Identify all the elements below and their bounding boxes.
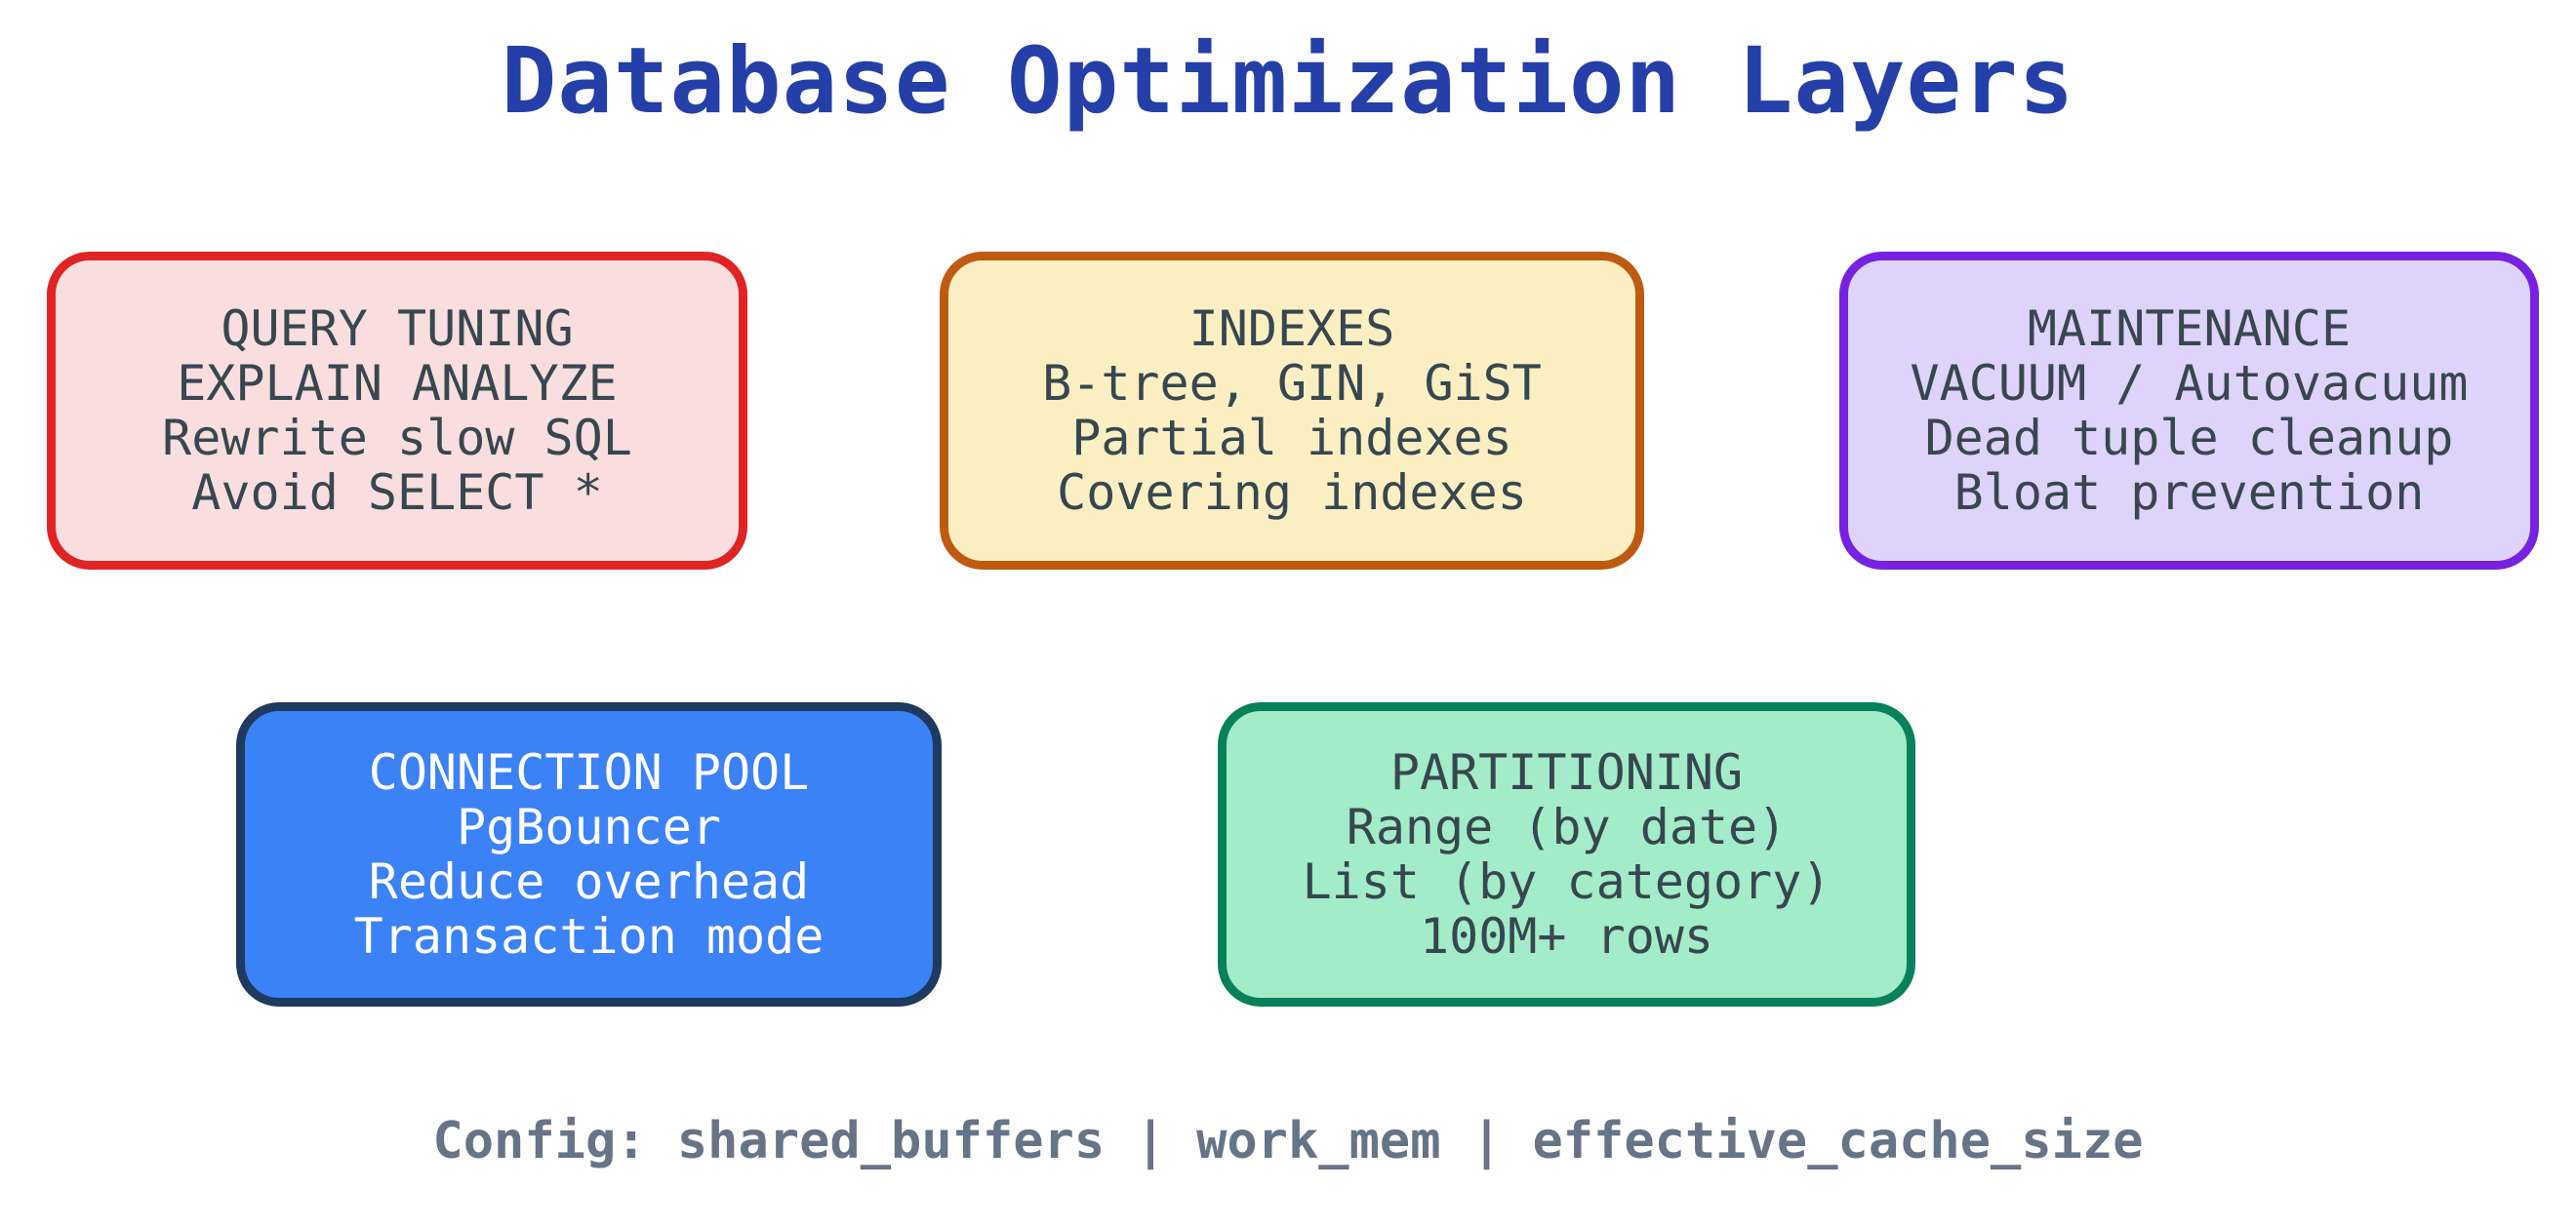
box-query-tuning-heading: QUERY TUNING: [221, 300, 574, 357]
box-connection-pool-heading: CONNECTION POOL: [368, 744, 810, 801]
box-partitioning-line-1: Range (by date): [1346, 799, 1788, 855]
box-connection-pool-line-2: Reduce overhead: [368, 853, 810, 910]
box-connection-pool[interactable]: CONNECTION POOL PgBouncer Reduce overhea…: [236, 702, 942, 1007]
box-maintenance-line-2: Dead tuple cleanup: [1924, 410, 2454, 466]
box-query-tuning[interactable]: QUERY TUNING EXPLAIN ANALYZE Rewrite slo…: [47, 252, 747, 570]
box-indexes-heading: INDEXES: [1188, 300, 1395, 357]
box-indexes[interactable]: INDEXES B-tree, GIN, GiST Partial indexe…: [940, 252, 1644, 570]
box-maintenance[interactable]: MAINTENANCE VACUUM / Autovacuum Dead tup…: [1839, 252, 2539, 570]
box-partitioning-line-3: 100M+ rows: [1419, 908, 1714, 965]
box-indexes-line-2: Partial indexes: [1071, 410, 1512, 466]
box-partitioning-line-2: List (by category): [1302, 853, 1831, 910]
box-query-tuning-line-1: EXPLAIN ANALYZE: [177, 355, 618, 412]
box-maintenance-heading: MAINTENANCE: [2027, 300, 2352, 357]
box-indexes-line-1: B-tree, GIN, GiST: [1042, 355, 1542, 412]
box-partitioning-heading: PARTITIONING: [1389, 744, 1744, 801]
box-connection-pool-line-3: Transaction mode: [353, 908, 825, 965]
box-maintenance-line-1: VACUUM / Autovacuum: [1910, 355, 2469, 412]
box-connection-pool-line-1: PgBouncer: [457, 799, 721, 855]
box-partitioning[interactable]: PARTITIONING Range (by date) List (by ca…: [1218, 702, 1915, 1007]
footer-config-note: Config: shared_buffers | work_mem | effe…: [432, 1112, 2144, 1170]
box-query-tuning-line-3: Avoid SELECT *: [191, 464, 603, 521]
box-maintenance-line-3: Bloat prevention: [1953, 464, 2425, 521]
page-title: Database Optimization Layers: [501, 28, 2075, 135]
box-indexes-line-3: Covering indexes: [1057, 464, 1527, 521]
box-query-tuning-line-2: Rewrite slow SQL: [162, 410, 632, 466]
